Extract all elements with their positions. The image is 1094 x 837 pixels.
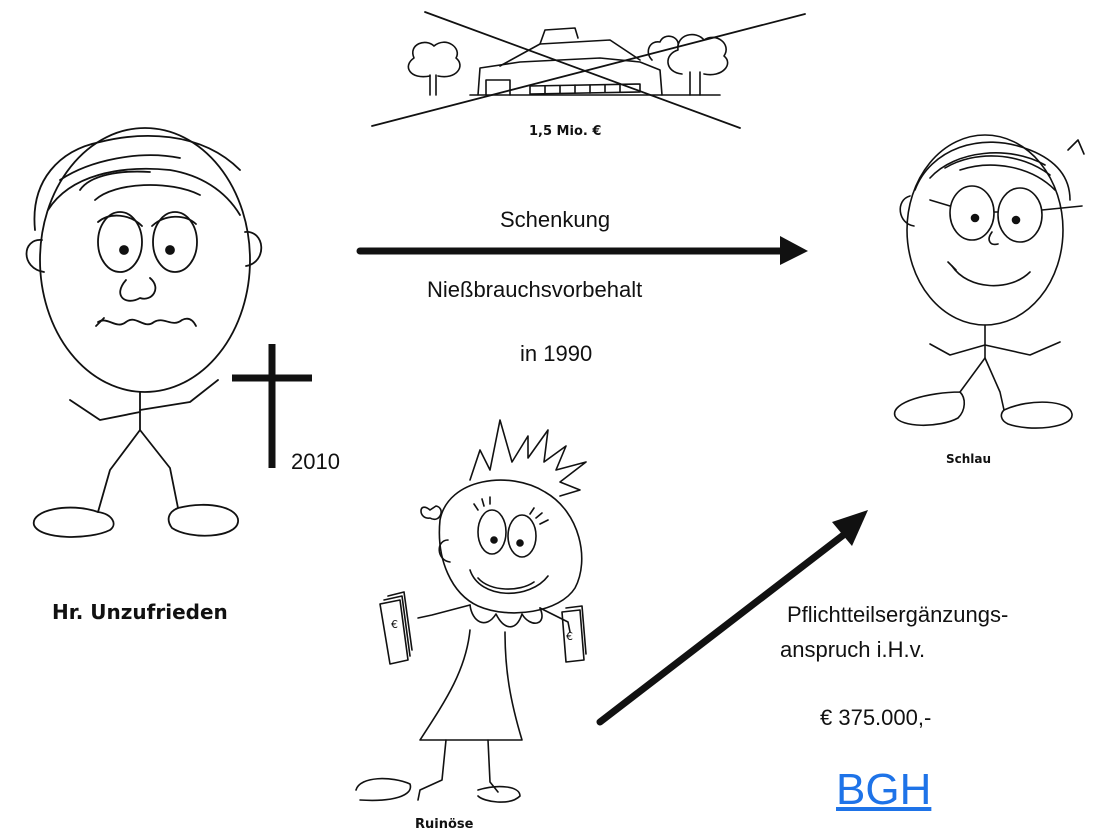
house-price-label: 1,5 Mio. € [529,124,602,139]
gift-arrow [356,236,808,265]
claim-label-line1: Pflichtteilsergänzungs- [787,602,1009,627]
death-year-label: 2010 [291,449,340,474]
woman-with-money-figure: € € [355,419,587,803]
sad-man-figure [25,127,263,538]
bottom-person-name: Ruinöse [415,817,474,832]
crossed-house-icon [371,11,806,129]
svg-text:€: € [391,618,398,631]
cross-icon [232,344,312,468]
usufruct-reservation-label: Nießbrauchsvorbehalt [427,277,643,302]
left-person-name: Hr. Unzufrieden [52,600,228,624]
gift-label: Schenkung [500,207,611,232]
gift-year-label: in 1990 [520,341,593,366]
claim-arrow [596,510,868,726]
svg-text:€: € [566,630,573,643]
right-person-name: Schlau [946,452,992,466]
claim-label-line2: anspruch i.H.v. [780,637,926,662]
bgh-link[interactable]: BGH [836,765,932,814]
smart-man-figure [893,134,1085,429]
claim-amount: € 375.000,- [820,705,932,730]
